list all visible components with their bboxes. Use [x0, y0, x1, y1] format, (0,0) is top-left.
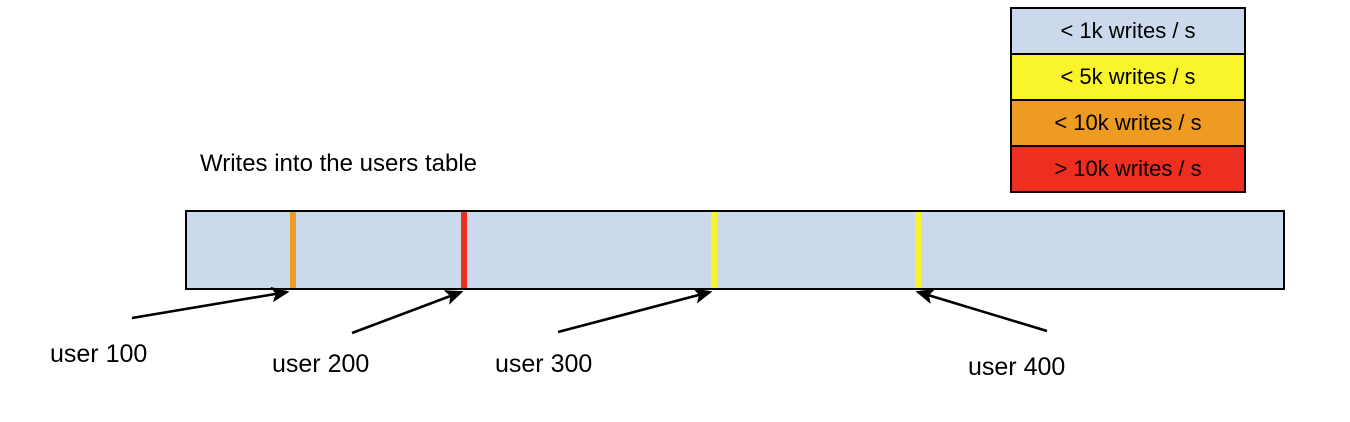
write-rate-legend: < 1k writes / s < 5k writes / s < 10k wr… [1010, 7, 1246, 193]
callout-label-user-200: user 200 [272, 350, 370, 378]
users-table-bar [185, 210, 1285, 290]
legend-row-lt-10k: < 10k writes / s [1012, 101, 1244, 147]
legend-label-lt-10k: < 10k writes / s [1054, 110, 1202, 135]
legend-row-lt-5k: < 5k writes / s [1012, 55, 1244, 101]
divider-user-100 [290, 212, 296, 288]
legend-row-lt-1k: < 1k writes / s [1012, 9, 1244, 55]
divider-user-400 [915, 212, 921, 288]
callout-label-user-100: user 100 [50, 340, 148, 368]
legend-label-lt-1k: < 1k writes / s [1060, 18, 1196, 43]
callout-arrow-user-400 [915, 289, 1048, 333]
callout-arrow-user-100 [131, 286, 290, 320]
divider-user-200 [461, 212, 467, 288]
callout-label-user-300: user 300 [495, 350, 593, 378]
divider-user-300 [711, 212, 717, 288]
callout-label-user-400: user 400 [968, 353, 1066, 381]
legend-label-gt-10k: > 10k writes / s [1054, 156, 1202, 181]
legend-row-gt-10k: > 10k writes / s [1012, 147, 1244, 191]
legend-label-lt-5k: < 5k writes / s [1060, 64, 1196, 89]
callout-arrow-user-300 [557, 288, 713, 334]
callout-arrow-user-200 [351, 290, 464, 335]
chart-title: Writes into the users table [200, 150, 478, 177]
